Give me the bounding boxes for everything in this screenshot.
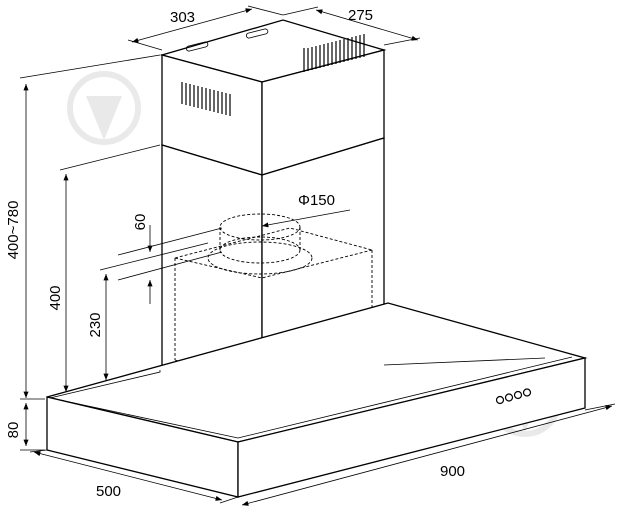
dim-canopy-width: 900 (241, 403, 616, 506)
dim-label-230: 230 (87, 312, 104, 337)
dim-label-500: 500 (96, 483, 121, 500)
dim-canopy-height: 80 (5, 398, 45, 451)
vent-grille-left (181, 82, 231, 116)
dim-canopy-depth: 500 (29, 449, 239, 504)
dim-chimney-depth: 303 (127, 5, 284, 51)
dim-label-275: 275 (348, 7, 373, 24)
canopy (46, 302, 588, 498)
dim-chimney-range: 400~780 (5, 54, 161, 398)
dim-collar-height: 60 (117, 214, 223, 304)
dim-label-80: 80 (5, 422, 22, 439)
duct-collar (207, 213, 313, 275)
watermark-pin-icon-top (67, 71, 141, 145)
dim-label-60: 60 (132, 214, 149, 231)
dim-duct-height: 400 (47, 144, 161, 392)
dim-collar-offset: 230 (87, 242, 209, 380)
dim-label-phi150: Φ150 (298, 192, 335, 209)
dim-label-900: 900 (440, 463, 465, 480)
dim-label-400-780: 400~780 (5, 201, 22, 260)
control-buttons-icon (495, 388, 532, 405)
dim-label-400: 400 (47, 285, 64, 310)
dim-duct-diameter: Φ150 (261, 192, 351, 228)
dim-label-303: 303 (170, 9, 195, 26)
dim-chimney-width: 275 (282, 6, 421, 46)
